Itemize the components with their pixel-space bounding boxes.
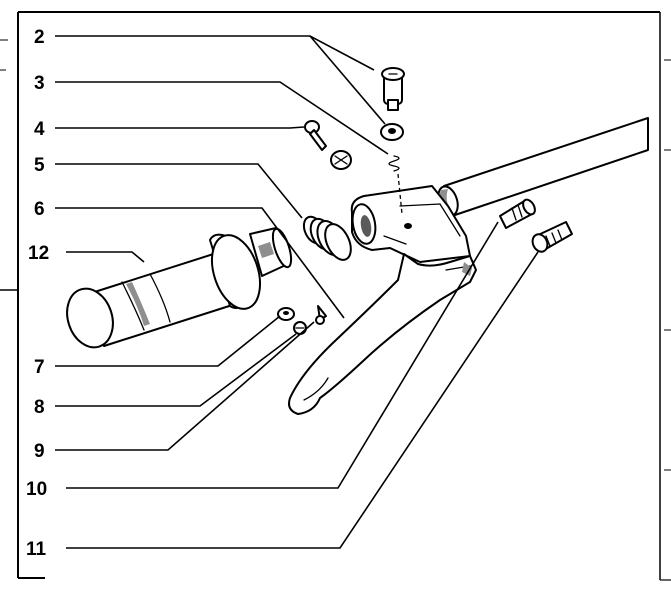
callout-9: 9: [34, 441, 45, 462]
leader-4: [55, 126, 305, 129]
leader-12: [66, 251, 145, 263]
leader-8: [55, 333, 297, 407]
lever-housing: [350, 185, 471, 263]
leader-6: [55, 207, 345, 319]
adjuster-part-10: [499, 198, 536, 229]
nut-part-2: [380, 123, 404, 141]
leader-10: [66, 221, 499, 489]
page-frame: [0, 11, 671, 581]
adjuster-screw-part-11: [531, 221, 573, 253]
leader-2b: [309, 35, 386, 125]
lever-blade: [288, 253, 477, 415]
callout-11: 11: [26, 539, 47, 560]
callout-5: 5: [34, 155, 45, 176]
leader-5: [55, 163, 303, 219]
grip-part-12: [66, 227, 293, 349]
leader-11: [66, 251, 539, 549]
leader-7: [55, 315, 281, 367]
callout-4: 4: [34, 119, 45, 140]
handlebar-tube: [437, 117, 649, 217]
fitting-part-7: [277, 307, 295, 321]
callout-2: 2: [34, 27, 45, 48]
callout-12: 12: [28, 243, 49, 264]
callout-3: 3: [34, 73, 45, 94]
leader-9: [55, 321, 315, 451]
callout-8: 8: [34, 397, 45, 418]
leader-lines: [55, 35, 539, 549]
screw-part-2: [381, 67, 405, 111]
callout-labels: 2 3 4 5 6 12 7 8 9 10 11: [26, 27, 49, 560]
callout-10: 10: [26, 479, 47, 500]
leader-3: [55, 81, 389, 155]
small-spring-part-3: [388, 155, 403, 215]
bolt-part-4: [304, 120, 327, 151]
callout-6: 6: [34, 199, 45, 220]
callout-7: 7: [34, 357, 45, 378]
nut-part-4: [330, 150, 352, 170]
pin-part-9: [315, 305, 327, 325]
screw-part-8: [293, 321, 307, 335]
leader-2: [55, 35, 375, 71]
coil-spring-part-5: [302, 215, 352, 261]
